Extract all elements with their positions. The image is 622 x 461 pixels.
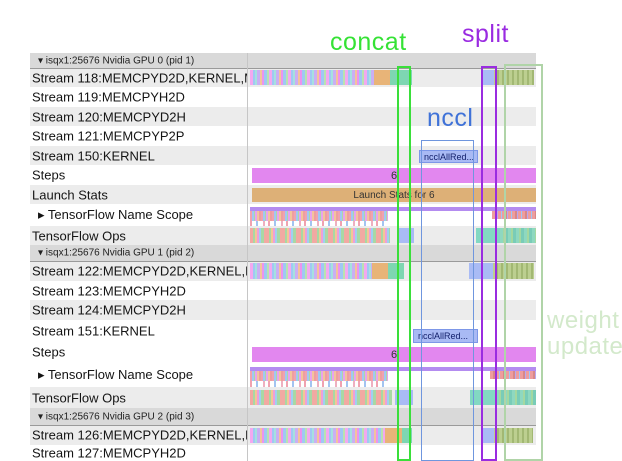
row-label: Stream 122:MEMCPYD2D,KERNEL,MI (32, 263, 247, 279)
annotation-concat: concat (330, 28, 407, 56)
bar-label: 6 (390, 348, 398, 361)
annotation-weight-update-line2: update (547, 333, 622, 360)
bar-label: ncclAllRed... (418, 331, 469, 341)
tensorflow-ops-events-bar[interactable] (250, 228, 390, 243)
nccl-allreduce-bar[interactable]: ncclAllRed... (413, 329, 478, 343)
launch-stats-bar[interactable]: Launch Stats for 6 (252, 188, 536, 202)
weight-update-events-segment[interactable] (494, 428, 533, 443)
trace-row: ▸ TensorFlow Name Scope (30, 204, 536, 228)
trace-row: Stream 121:MEMCPYP2P (30, 126, 536, 146)
annotation-weight-update: weight update (547, 308, 622, 360)
split-region-outline (481, 66, 497, 461)
trace-row: ▸ TensorFlow Name Scope (30, 362, 536, 388)
row-label: Stream 126:MEMCPYD2D,KERNEL,MI (32, 427, 247, 443)
trace-row: Steps 6 (30, 342, 536, 362)
trace-row: Stream 127:MEMCPYH2D (30, 445, 536, 461)
row-label: TensorFlow Ops (32, 228, 126, 243)
concat-event-segment[interactable] (388, 263, 404, 279)
bar-label: Launch Stats for 6 (353, 189, 435, 201)
trace-row: Stream 123:MEMCPYH2D (30, 281, 536, 300)
row-label: TensorFlow Ops (32, 390, 126, 405)
tensorflow-ops-events-bar[interactable] (250, 390, 392, 405)
annotation-weight-update-line1: weight (547, 307, 620, 334)
name-scope-bar[interactable] (250, 367, 536, 371)
event-segment[interactable] (470, 390, 496, 405)
weight-update-events-segment[interactable] (493, 263, 534, 279)
row-label: Stream 120:MEMCPYD2H (32, 109, 186, 124)
weight-update-region-outline (504, 64, 543, 461)
bar-label: 6 (390, 169, 398, 182)
name-scope-events[interactable] (250, 371, 388, 388)
nccl-region-outline (421, 140, 474, 461)
concat-region-outline (397, 66, 411, 461)
row-label: Stream 127:MEMCPYH2D (32, 445, 186, 461)
name-scope-bar[interactable] (250, 207, 536, 211)
label-timeline-divider (247, 53, 248, 461)
trace-row: Stream 119:MEMCPYH2D (30, 87, 536, 107)
kernel-memcpy-events-bar[interactable] (250, 263, 372, 279)
kernel-memcpy-events-bar[interactable] (250, 70, 374, 85)
trace-row: Steps 6 (30, 165, 536, 185)
gpu-section-label: ▾ isqx1:25676 Nvidia GPU 1 (pid 2) (38, 247, 195, 259)
name-scope-events[interactable] (250, 211, 388, 228)
row-label: Stream 119:MEMCPYH2D (32, 89, 185, 105)
row-label: Stream 151:KERNEL (32, 323, 155, 339)
row-label: Stream 150:KERNEL (32, 148, 155, 163)
concat-event-segment[interactable] (402, 428, 412, 443)
gpu-section-label: ▾ isqx1:25676 Nvidia GPU 0 (pid 1) (38, 55, 195, 66)
name-scope-events[interactable] (490, 371, 536, 379)
gpu-section-header[interactable]: ▾ isqx1:25676 Nvidia GPU 0 (pid 1) (30, 53, 536, 69)
event-segment[interactable] (500, 228, 536, 243)
split-event-segment[interactable] (395, 390, 413, 405)
row-label[interactable]: ▸ TensorFlow Name Scope (38, 207, 194, 222)
gpu-section-label: ▾ isqx1:25676 Nvidia GPU 2 (pid 3) (38, 411, 195, 422)
row-label: Stream 118:MEMCPYD2D,KERNEL,ME (32, 70, 247, 85)
split-event-segment[interactable] (481, 70, 494, 85)
nccl-allreduce-bar[interactable]: ncclAllRed... (419, 150, 478, 163)
annotation-nccl: nccl (427, 104, 474, 132)
trace-row: Stream 118:MEMCPYD2D,KERNEL,ME (30, 68, 536, 87)
row-label: Launch Stats (32, 187, 108, 202)
row-label: Steps (32, 344, 66, 360)
trace-row: Stream 151:KERNEL ncclAllRed... (30, 320, 536, 343)
kernel-memcpy-events-bar[interactable] (250, 428, 385, 443)
name-scope-events[interactable] (492, 211, 536, 219)
event-segment[interactable] (496, 390, 536, 405)
split-event-segment[interactable] (483, 428, 494, 443)
steps-bar[interactable]: 6 (252, 168, 536, 183)
row-label: Stream 124:MEMCPYD2H (32, 302, 186, 318)
annotation-split: split (462, 20, 509, 48)
row-label: Stream 123:MEMCPYH2D (32, 283, 186, 298)
steps-bar[interactable]: 6 (252, 347, 536, 362)
row-label: Steps (32, 167, 66, 183)
event-segment[interactable] (372, 263, 388, 279)
bar-label: ncclAllRed... (424, 151, 475, 162)
concat-event-segment[interactable] (390, 70, 412, 85)
row-label: Stream 121:MEMCPYP2P (32, 128, 185, 144)
row-label[interactable]: ▸ TensorFlow Name Scope (38, 366, 194, 382)
event-segment[interactable] (374, 70, 390, 85)
